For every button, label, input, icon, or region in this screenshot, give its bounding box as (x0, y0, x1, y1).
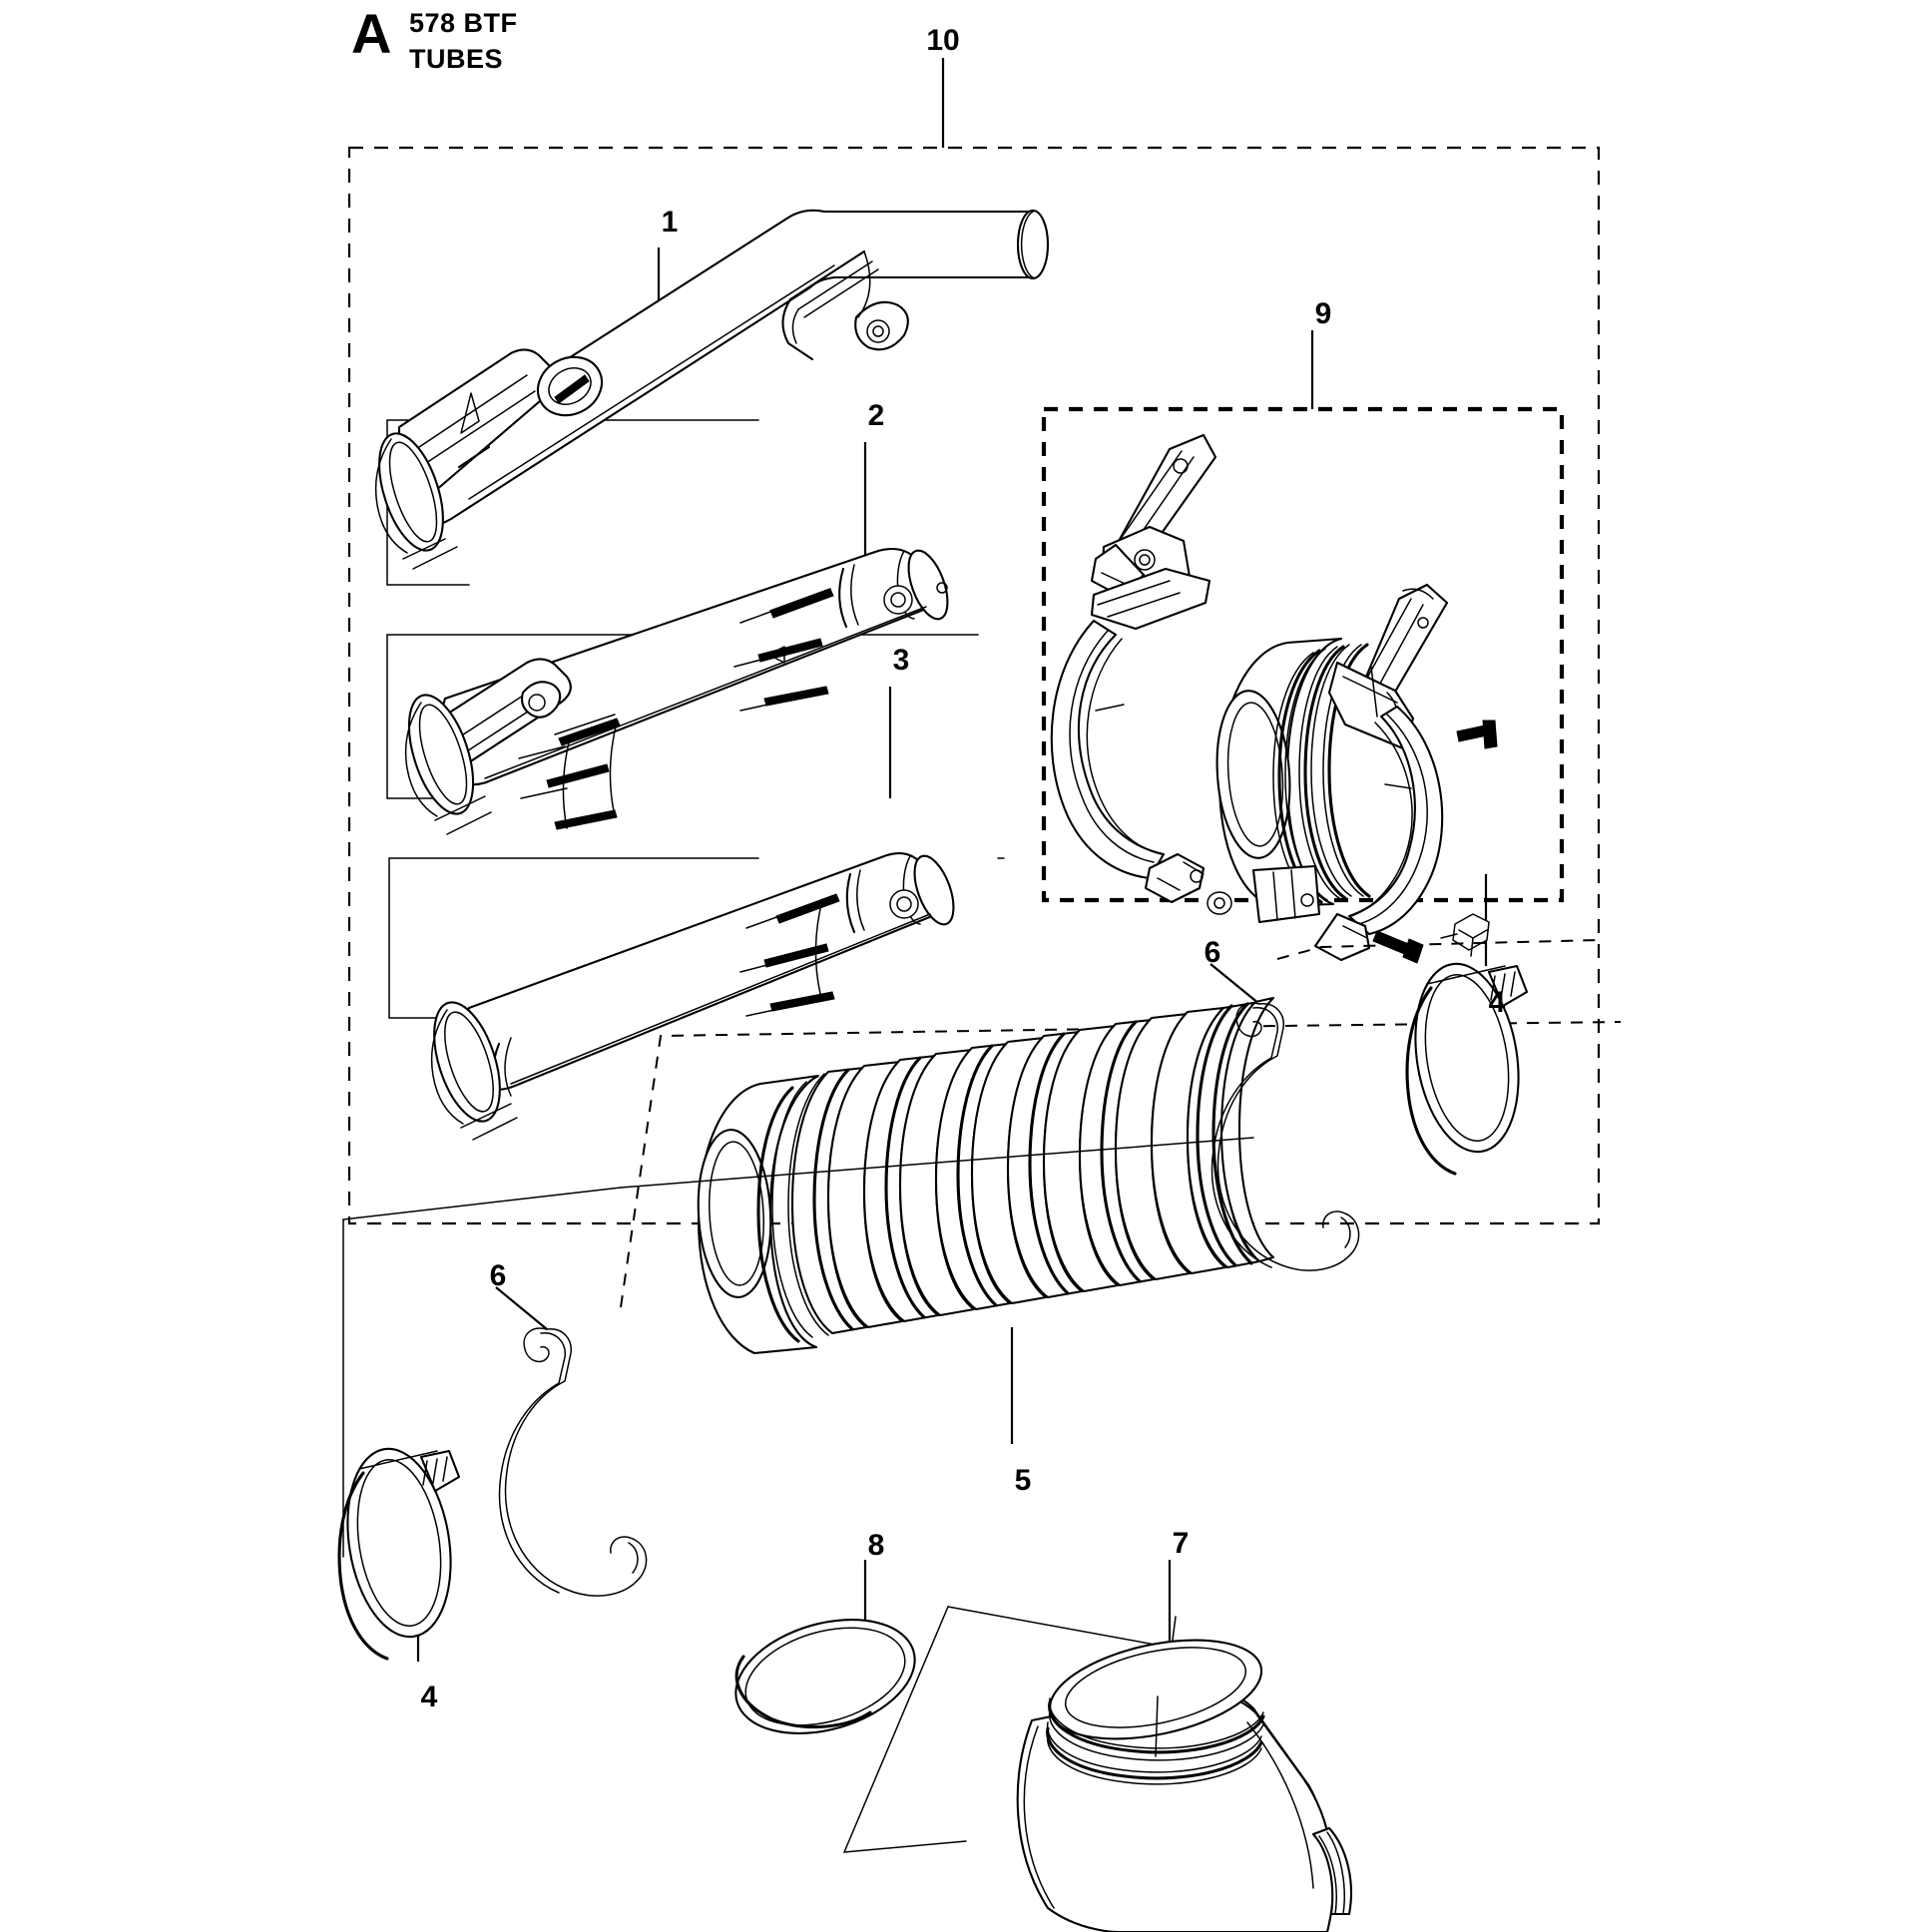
part-9-left-clamp-half (1050, 433, 1217, 904)
callout-5: 5 (1014, 1464, 1032, 1497)
callout-10: 10 (926, 24, 960, 57)
part-6-spring-clip-upper (1210, 1002, 1360, 1271)
part-1-lock-knob (536, 355, 604, 417)
part-9-washer (1207, 891, 1232, 915)
callout-7: 7 (1172, 1527, 1190, 1560)
part-3-blower-tube-straight (388, 852, 1005, 1141)
part-1-blower-tube-nozzle (374, 209, 1050, 586)
part-6-spring-clip-lower (498, 1327, 648, 1597)
callout-4-lower: 4 (420, 1681, 438, 1713)
callout-1: 1 (661, 206, 679, 239)
section-letter: A (351, 2, 392, 65)
construction-outlines (342, 1137, 1254, 1853)
part-9-handle-clamp-assembly (1041, 406, 1565, 964)
part-4-hose-clamp-lower (337, 1447, 461, 1661)
part-9-nut (1440, 913, 1490, 957)
part-9-screw-lower (1372, 930, 1424, 964)
part-8-o-ring-seal (734, 1619, 916, 1734)
callout-2: 2 (867, 399, 885, 432)
part-9-screw-upper (1456, 720, 1498, 749)
part-5-flexible-hose (620, 996, 1622, 1355)
callout-3: 3 (892, 644, 910, 677)
part-9-right-clamp-half (1313, 583, 1449, 962)
part-4-hose-clamp-upper (1276, 939, 1600, 1176)
part-7-elbow-outlet (1016, 1639, 1353, 1932)
callout-9: 9 (1314, 297, 1332, 330)
part-2-blower-tube-middle (386, 547, 979, 835)
part-9-tube-stub (1215, 637, 1371, 924)
callout-6-upper: 6 (1204, 936, 1221, 969)
callout-4-upper: 4 (1488, 986, 1506, 1019)
model-label: 578 BTF (409, 8, 518, 38)
callout-8: 8 (867, 1529, 885, 1562)
callout-6-lower: 6 (489, 1259, 507, 1292)
section-title: TUBES (409, 44, 504, 74)
